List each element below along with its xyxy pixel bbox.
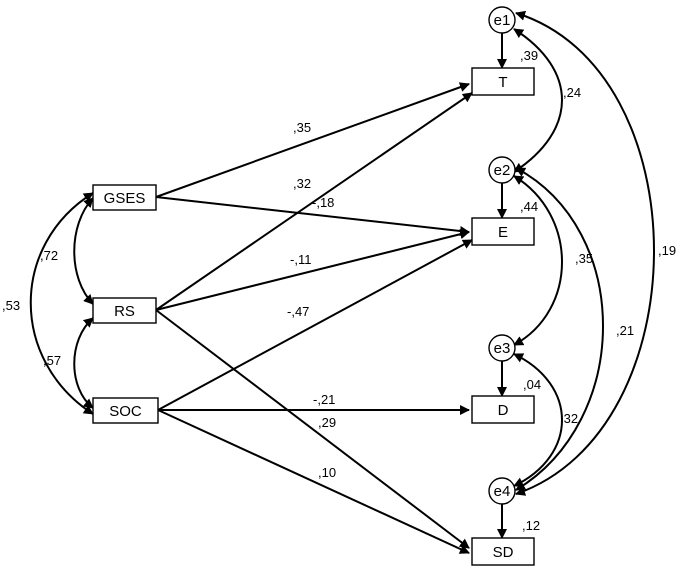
- node-e-label: E: [498, 224, 508, 241]
- node-sd-label: SD: [493, 544, 514, 561]
- node-sd: SD: [471, 537, 535, 566]
- cov-rs-soc: [73, 317, 94, 409]
- error-e1-label: e1: [494, 12, 511, 29]
- error-e2-label: e2: [494, 162, 511, 179]
- cov-gses-rs-label: ,72: [40, 248, 58, 263]
- cov-e2-e4-label: ,21: [616, 323, 634, 338]
- node-d: D: [471, 395, 535, 424]
- cov-rs-soc-label: ,57: [43, 353, 61, 368]
- cov-e2-e4: [515, 167, 604, 491]
- path-rs-e: [155, 229, 470, 311]
- node-rs: RS: [92, 297, 157, 324]
- cov-e2-e3: [513, 175, 563, 346]
- cov-gses-soc-label: ,53: [2, 298, 20, 313]
- node-rs-label: RS: [114, 303, 135, 320]
- cov-e3-e4: [513, 353, 563, 487]
- cov-e1-e4-label: ,19: [658, 243, 676, 258]
- path-rs-sd: [155, 309, 470, 549]
- node-d-label: D: [498, 402, 509, 419]
- error-e1: e1: [488, 6, 516, 34]
- coef-rs-e: -,11: [290, 252, 311, 267]
- error-e3: e3: [488, 334, 516, 362]
- coef-rs-t: ,32: [293, 176, 311, 191]
- node-gses: GSES: [92, 184, 157, 211]
- node-gses-label: GSES: [104, 190, 146, 207]
- coef-soc-sd: ,10: [318, 465, 336, 480]
- error-e4-label: e4: [494, 483, 511, 500]
- r2-sd: ,12: [522, 518, 540, 533]
- r2-t: ,39: [520, 48, 538, 63]
- error-e3-label: e3: [494, 340, 511, 357]
- node-soc: SOC: [92, 397, 159, 424]
- cov-e1-e2: [513, 28, 563, 173]
- path-soc-sd: [157, 409, 470, 554]
- cov-e2-e3-label: ,35: [575, 251, 593, 266]
- coef-gses-t: ,35: [293, 120, 311, 135]
- path-gses-t: [155, 82, 470, 198]
- error-e4: e4: [488, 477, 516, 505]
- node-e: E: [471, 217, 535, 246]
- r2-e: ,44: [520, 199, 538, 214]
- coef-soc-e: -,47: [287, 304, 309, 319]
- cov-gses-rs: [73, 197, 94, 305]
- r2-d: ,04: [523, 377, 541, 392]
- error-e2: e2: [488, 156, 516, 184]
- node-t: T: [471, 67, 535, 96]
- node-soc-label: SOC: [109, 403, 142, 420]
- coef-soc-d: -,21: [313, 392, 335, 407]
- node-t-label: T: [498, 74, 507, 91]
- cov-e1-e4: [515, 10, 655, 496]
- coef-rs-sd: ,29: [318, 415, 336, 430]
- cov-e3-e4-label: ,32: [560, 411, 578, 426]
- cov-gses-soc: [29, 192, 94, 415]
- path-gses-e: [155, 196, 470, 236]
- path-rs-t: [155, 92, 473, 311]
- coef-gses-e: -,18: [312, 195, 334, 210]
- path-soc-e: [157, 239, 473, 411]
- cov-e1-e2-label: ,24: [563, 85, 581, 100]
